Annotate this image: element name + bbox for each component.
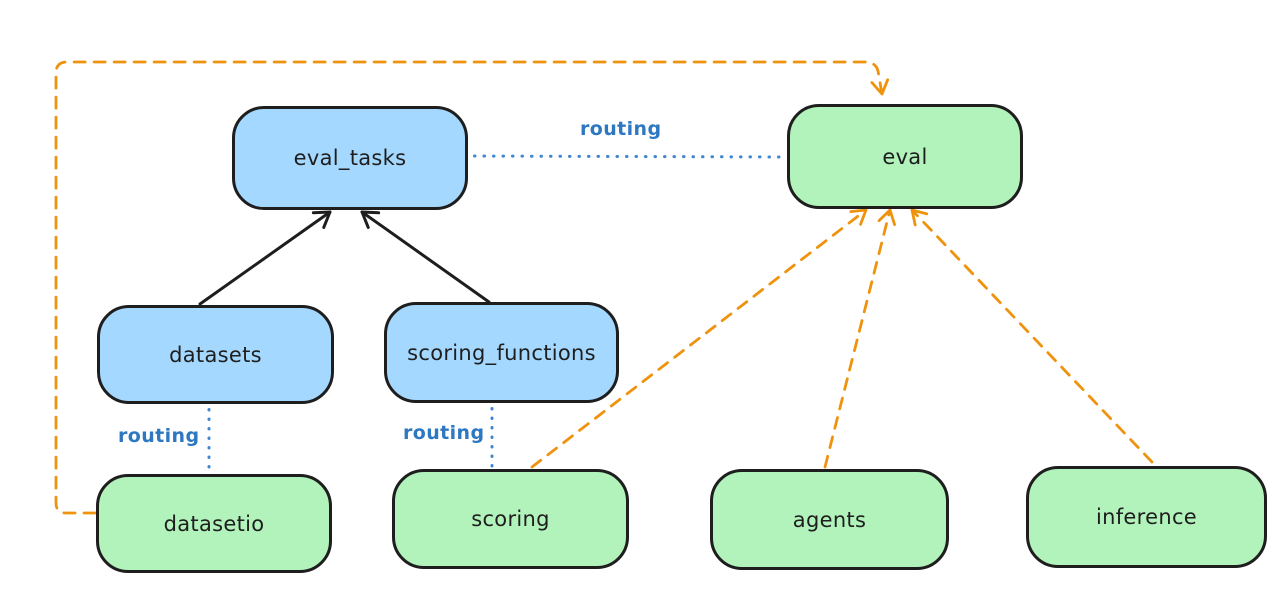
node-inference: inference bbox=[1026, 466, 1267, 568]
node-agents-label: agents bbox=[792, 507, 867, 532]
node-datasetio-label: datasetio bbox=[163, 511, 265, 536]
edge-label-routing-datasets: routing bbox=[118, 425, 200, 447]
edge-eval-tasks-to-eval-routing bbox=[463, 154, 788, 159]
node-inference-label: inference bbox=[1095, 505, 1198, 529]
node-agents: agents bbox=[710, 469, 949, 570]
edge-scoring-to-eval bbox=[530, 208, 868, 469]
node-eval: eval bbox=[787, 104, 1023, 209]
edge-datasetio-to-eval bbox=[54, 60, 890, 515]
edge-scoring-functions-to-eval-tasks bbox=[360, 210, 491, 304]
node-scoring-functions: scoring_functions bbox=[384, 302, 619, 403]
node-eval-tasks-label: eval_tasks bbox=[293, 146, 407, 170]
node-scoring-functions-label: scoring_functions bbox=[407, 340, 596, 365]
edge-agents-to-eval bbox=[823, 208, 896, 469]
node-eval-label: eval bbox=[882, 144, 928, 169]
node-scoring-label: scoring bbox=[471, 507, 550, 531]
node-datasets-label: datasets bbox=[169, 342, 262, 367]
edge-label-routing-top: routing bbox=[580, 118, 662, 140]
edge-datasets-to-eval-tasks bbox=[198, 210, 332, 306]
node-datasetio: datasetio bbox=[96, 474, 332, 573]
node-scoring: scoring bbox=[392, 469, 629, 569]
edge-label-routing-scoring: routing bbox=[403, 422, 485, 444]
node-eval-tasks: eval_tasks bbox=[232, 106, 468, 210]
node-datasets: datasets bbox=[97, 305, 334, 404]
edge-inference-to-eval bbox=[910, 208, 1154, 464]
